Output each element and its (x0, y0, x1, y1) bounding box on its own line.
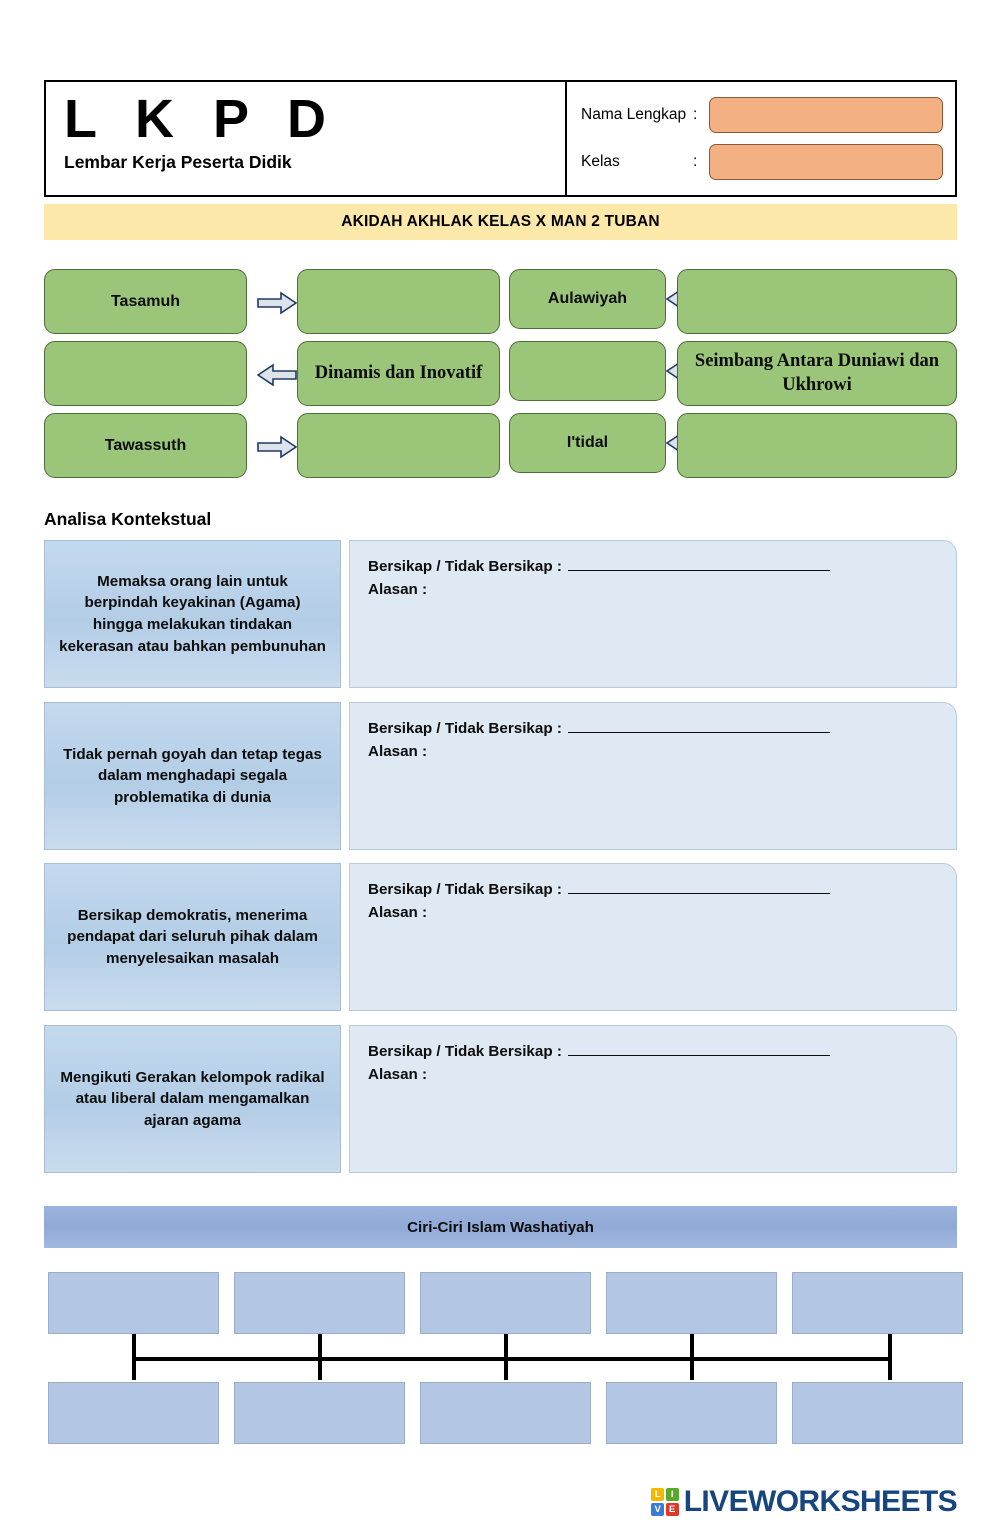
ciri-ciri-banner: Ciri-Ciri Islam Washatiyah (44, 1206, 957, 1248)
analysis-row: Mengikuti Gerakan kelompok radikal atau … (44, 1025, 957, 1173)
analysis-row: Tidak pernah goyah dan tetap tegas dalam… (44, 702, 957, 850)
connector-vertical-line (504, 1334, 508, 1380)
ciri-ciri-grid (44, 1272, 963, 1447)
analysis-row: Bersikap demokratis, menerima pendapat d… (44, 863, 957, 1011)
concept-box-seimbang-duniawi-ukhrowi: Seimbang Antara Duniawi dan Ukhrowi (677, 341, 957, 406)
answer-label-alasan: Alasan : (368, 581, 428, 599)
student-info-block: Nama Lengkap : Kelas : (567, 82, 955, 195)
answer-label-alasan: Alasan : (368, 743, 428, 761)
concept-box-answer-1[interactable] (297, 269, 500, 334)
analysis-answer-area[interactable]: Bersikap / Tidak Bersikap : Alasan : (349, 863, 957, 1011)
connector-vertical-line (888, 1334, 892, 1380)
answer-blank-input[interactable] (567, 719, 830, 733)
answer-label-bersikap: Bersikap / Tidak Bersikap : (368, 555, 940, 578)
ciri-box-bottom-3[interactable] (420, 1382, 591, 1444)
concept-box-tasamuh: Tasamuh (44, 269, 247, 334)
answer-label-bersikap: Bersikap / Tidak Bersikap : (368, 878, 940, 901)
logo-wordmark: LIVEWORKSHEETS (683, 1485, 958, 1518)
logo-tile-l: L (651, 1488, 665, 1502)
answer-blank-input[interactable] (567, 1042, 830, 1056)
concept-box-itidal: I'tidal (509, 413, 666, 473)
logo-tile-e: E (665, 1502, 679, 1516)
worksheet-header: L K P D Lembar Kerja Peserta Didik Nama … (44, 80, 957, 197)
answer-label-alasan: Alasan : (368, 1066, 428, 1084)
liveworksheets-logo[interactable]: L I V E LIVEWORKSHEETS (651, 1485, 958, 1519)
field-row-kelas: Kelas : (581, 143, 943, 181)
connector-vertical-line (690, 1334, 694, 1380)
ciri-box-bottom-4[interactable] (606, 1382, 777, 1444)
ciri-box-top-5[interactable] (792, 1272, 963, 1334)
page-title: L K P D (64, 89, 339, 149)
logo-tiles-icon: L I V E (651, 1488, 679, 1516)
arrow-right-icon (257, 435, 297, 459)
page-subtitle: Lembar Kerja Peserta Didik (64, 151, 292, 172)
ciri-box-bottom-1[interactable] (48, 1382, 219, 1444)
nama-lengkap-label: Nama Lengkap (581, 106, 687, 123)
concept-box-answer-3[interactable] (44, 341, 247, 406)
analysis-prompt: Tidak pernah goyah dan tetap tegas dalam… (44, 702, 341, 850)
analisa-kontekstual-heading: Analisa Kontekstual (44, 509, 212, 529)
connector-vertical-line (318, 1334, 322, 1380)
logo-tile-v: V (651, 1502, 665, 1516)
subject-bar: AKIDAH AKHLAK KELAS X MAN 2 TUBAN (44, 204, 957, 240)
nama-lengkap-input[interactable] (709, 97, 943, 133)
ciri-box-bottom-2[interactable] (234, 1382, 405, 1444)
answer-label-alasan: Alasan : (368, 904, 428, 922)
ciri-box-bottom-5[interactable] (792, 1382, 963, 1444)
kelas-label: Kelas (581, 153, 620, 170)
analysis-prompt: Mengikuti Gerakan kelompok radikal atau … (44, 1025, 341, 1173)
analysis-prompt: Bersikap demokratis, menerima pendapat d… (44, 863, 341, 1011)
concept-box-answer-6[interactable] (677, 413, 957, 478)
kelas-colon: : (693, 153, 698, 170)
concept-box-aulawiyah: Aulawiyah (509, 269, 666, 329)
concept-grid: Tasamuh Aulawiyah Dinamis dan Inovatif S… (44, 269, 957, 478)
answer-blank-input[interactable] (567, 557, 830, 571)
field-row-nama: Nama Lengkap : (581, 96, 943, 134)
concept-box-answer-4[interactable] (509, 341, 666, 401)
ciri-box-top-4[interactable] (606, 1272, 777, 1334)
analysis-prompt: Memaksa orang lain untuk berpindah keyak… (44, 540, 341, 688)
connector-vertical-line (132, 1334, 136, 1380)
concept-box-tawassuth: Tawassuth (44, 413, 247, 478)
concept-box-answer-5[interactable] (297, 413, 500, 478)
nama-lengkap-colon: : (693, 106, 698, 123)
analysis-answer-area[interactable]: Bersikap / Tidak Bersikap : Alasan : (349, 1025, 957, 1173)
logo-tile-i: I (665, 1488, 679, 1502)
ciri-box-top-3[interactable] (420, 1272, 591, 1334)
concept-box-dinamis-inovatif: Dinamis dan Inovatif (297, 341, 500, 406)
analysis-answer-area[interactable]: Bersikap / Tidak Bersikap : Alasan : (349, 702, 957, 850)
answer-blank-input[interactable] (567, 880, 830, 894)
arrow-right-icon (257, 291, 297, 315)
kelas-input[interactable] (709, 144, 943, 180)
analysis-row: Memaksa orang lain untuk berpindah keyak… (44, 540, 957, 688)
header-title-block: L K P D Lembar Kerja Peserta Didik (46, 82, 567, 195)
connector-horizontal-line (132, 1357, 892, 1361)
answer-label-bersikap: Bersikap / Tidak Bersikap : (368, 717, 940, 740)
answer-label-bersikap: Bersikap / Tidak Bersikap : (368, 1040, 940, 1063)
arrow-left-icon (257, 363, 297, 387)
analysis-answer-area[interactable]: Bersikap / Tidak Bersikap : Alasan : (349, 540, 957, 688)
ciri-box-top-1[interactable] (48, 1272, 219, 1334)
concept-box-answer-2[interactable] (677, 269, 957, 334)
ciri-box-top-2[interactable] (234, 1272, 405, 1334)
